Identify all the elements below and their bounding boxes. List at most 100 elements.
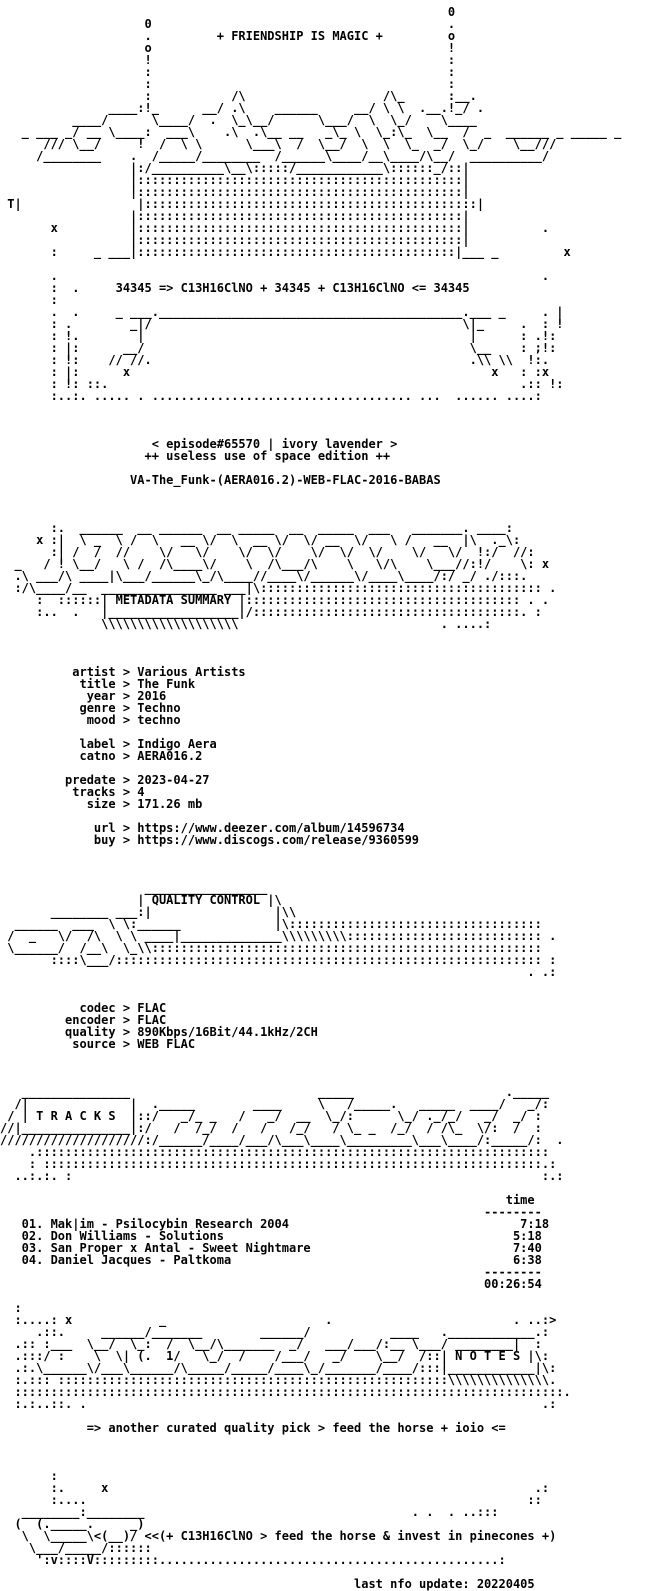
nfo-line <box>0 1446 621 1458</box>
nfo-line: :.... :: <box>0 1493 542 1507</box>
nfo-line: _ ___ _/ __ \____: ___\ .\ .\__ __ _\_ \… <box>0 125 622 139</box>
nfo-line: .:.\______\/___\______/\_____/_____/____… <box>0 1361 557 1375</box>
nfo-line <box>0 1434 621 1446</box>
nfo-line <box>0 1050 621 1062</box>
nfo-line: :. ______ __ ______ __ _____ __ _____ __… <box>0 521 513 535</box>
nfo-line: ::::::::::::::::::::::::::::::::::::::::… <box>0 1385 571 1399</box>
nfo-line: :.. . |__________________|/:::::::::::::… <box>0 605 542 619</box>
nfo-line: x :| \ _ \ / \ __ \/ \ __ \/ \/ __ \/ \ … <box>0 533 521 547</box>
nfo-line: ////////////////////:/______/____/___/\_… <box>0 1133 564 1147</box>
nfo-line: -------- <box>0 1205 542 1219</box>
nfo-line: |:/__________\__\:::::/____________\::::… <box>0 161 470 175</box>
nfo-line: . + FRIENDSHIP IS MAGIC + o <box>0 29 456 43</box>
nfo-line: |:::::::::::::::::::::::::::::::::::::::… <box>0 173 470 187</box>
nfo-line: predate > 2023-04-27 <box>0 773 210 787</box>
nfo-line: 0 <box>0 5 456 19</box>
nfo-line: \ \_____\<(__)/ <<(+ C13H16ClNO > feed t… <box>0 1529 557 1543</box>
nfo-line <box>0 1062 621 1074</box>
nfo-line: : ::::::::::::::::::::::::::::::::::::::… <box>0 1157 557 1171</box>
nfo-line: mood > techno <box>0 713 181 727</box>
nfo-line: : : <box>0 65 456 79</box>
nfo-line: ! : <box>0 53 456 67</box>
nfo-line: :.::: ::::::::::::::::::::::::::::::::::… <box>0 1373 557 1387</box>
nfo-line: _________________ <box>0 881 268 895</box>
nfo-line: url > https://www.deezer.com/album/14596… <box>0 821 405 835</box>
nfo-line <box>0 846 621 858</box>
nfo-line: quality > 890Kbps/16Bit/44.1kHz/2CH <box>0 1025 318 1039</box>
nfo-line: | QUALITY CONTROL |\ <box>0 893 282 907</box>
nfo-line: \______/ /__\ \_\\::::::::::::::::::::::… <box>0 941 542 955</box>
nfo-line: .:: :___ \__/ \_: / \__/\_______ _/ ___/… <box>0 1337 542 1351</box>
nfo-line: \___/_____/:::::: <box>0 1541 152 1555</box>
nfo-line: : <box>0 1469 58 1483</box>
nfo-line <box>0 414 621 426</box>
nfo-line: : !. | | : .!: <box>0 329 557 343</box>
nfo-line: ________:________ . . . ..::: <box>0 1505 499 1519</box>
nfo-line: . . <box>0 269 550 283</box>
nfo-line: ':v::::V:::::::::.......................… <box>0 1553 506 1567</box>
nfo-line: artist > Various Artists <box>0 665 246 679</box>
nfo-line: _ / ! \__/ \ / /\____\/ \ /\___/\ \ \/\ … <box>0 557 550 571</box>
nfo-line: ( (._____. _) <box>0 1517 499 1531</box>
nfo-line: ____:!_ __/ .\ ______ __/ \ \ .__.!_/ . <box>0 101 485 115</box>
nfo-line: 01. Mak|im - Psilocybin Research 2004 7:… <box>0 1217 550 1231</box>
nfo-line: : <box>0 293 58 307</box>
nfo-line: codec > FLAC <box>0 1001 167 1015</box>
nfo-line: o ! <box>0 41 456 55</box>
nfo-line: .:::/ : \ \| (. 1/ \_/ / /___/ _/ \__/ /… <box>0 1349 550 1363</box>
nfo-line: tracks > 4 <box>0 785 145 799</box>
nfo-line: : |: __/ \__ : ;!: <box>0 341 557 355</box>
nfo-line: 04. Daniel Jacques - Paltkoma 6:38 <box>0 1253 542 1267</box>
nfo-line: ..:.:. : :.: <box>0 1169 564 1183</box>
nfo-line <box>0 402 621 414</box>
nfo-line <box>0 486 621 498</box>
nfo-line: /| | ._____ ____ \ /_____. _____ ____/ _… <box>0 1097 550 1111</box>
nfo-line: ________ ___:| |\\ <box>0 905 297 919</box>
nfo-line: . . _ ___.______________________________… <box>0 305 564 319</box>
nfo-line: :/\____/__ ________________ ___|\:::::::… <box>0 581 557 595</box>
nfo-line: : /\ /\_ :__. <box>0 89 477 103</box>
nfo-line: title > The Funk <box>0 677 196 691</box>
nfo-line: :..:. ..... . ..........................… <box>0 389 542 403</box>
nfo-line: :.:..::. . .: <box>0 1397 557 1411</box>
nfo-line: last nfo update: 20220405 <box>0 1577 535 1591</box>
nfo-line: /________ . /_____/________ /______\____… <box>0 149 550 163</box>
nfo-line: //|_______________|:/ / /_/ / / /_/ / \_… <box>0 1121 542 1135</box>
nfo-line: : . 34345 => C13H16ClNO + 34345 + C13H16… <box>0 281 470 295</box>
nfo-line: encoder > FLAC <box>0 1013 167 1027</box>
nfo-line: source > WEB FLAC <box>0 1037 196 1051</box>
nfo-line: VA-The_Funk-(AERA016.2)-WEB-FLAC-2016-BA… <box>0 473 441 487</box>
nfo-line: / _ \/ /\ \ \ ____|______________\\\\\\\… <box>0 929 557 943</box>
nfo-line <box>0 642 621 654</box>
nfo-line: :. x .: <box>0 1481 550 1495</box>
nfo-line: 02. Don Williams - Solutions 5:18 <box>0 1229 542 1243</box>
nfo-line: : !: // //. .\\ \\ !:. <box>0 353 550 367</box>
nfo-line: year > 2016 <box>0 689 167 703</box>
nfo-line: ::::\___/:::::::::::::::::::::::::::::::… <box>0 953 557 967</box>
nfo-line: : : <box>0 77 456 91</box>
nfo-line: label > Indigo Aera <box>0 737 217 751</box>
nfo-line: .:::::::::::::::::::::::::::::::::::::::… <box>0 1145 550 1159</box>
nfo-line: : !: ::. .:: !: <box>0 377 564 391</box>
nfo-line: |:::::::::::::::::::::::::::::::::::::::… <box>0 209 470 223</box>
nfo-line: :| / / // \/ \/ \/ \/ \/ \/ \/ \/ \/ !:/… <box>0 545 535 559</box>
nfo-line: .\ ___/\ ____|\___/______\_/\____//____\… <box>0 569 528 583</box>
nfo-line: < episode#65570 | ivory lavender > <box>0 437 398 451</box>
nfo-line: |:::::::::::::::::::::::::::::::::::::::… <box>0 233 470 247</box>
nfo-line: |:::::::::::::::::::::::::::::::::::::::… <box>0 185 470 199</box>
nfo-line: .::. ______/_______ ______/ ____ .______… <box>0 1325 550 1339</box>
nfo-line: time <box>0 1193 535 1207</box>
nfo-line: 0 . <box>0 17 456 31</box>
nfo-line: => another curated quality pick > feed t… <box>0 1421 506 1435</box>
nfo-line: : <box>0 1301 22 1315</box>
nfo-line: ++ useless use of space edition ++ <box>0 449 391 463</box>
nfo-line: 03. San Proper x Antal - Sweet Nightmare… <box>0 1241 542 1255</box>
nfo-document: 0 0 . . + FRIENDSHIP IS MAGIC + o o ! <box>0 6 621 1590</box>
nfo-line: :....: x _ . . ..:> <box>0 1313 557 1327</box>
nfo-line: ______ ___ \ \:______ |\::::::::::::::::… <box>0 917 542 931</box>
nfo-line <box>0 1290 621 1302</box>
nfo-line: size > 171.26 mb <box>0 797 203 811</box>
nfo-line <box>0 858 621 870</box>
nfo-line: x |:::::::::::::::::::::::::::::::::::::… <box>0 221 550 235</box>
nfo-line: / | T R A C K S |::/ _/_ _ / _/ __ \_/: … <box>0 1109 542 1123</box>
